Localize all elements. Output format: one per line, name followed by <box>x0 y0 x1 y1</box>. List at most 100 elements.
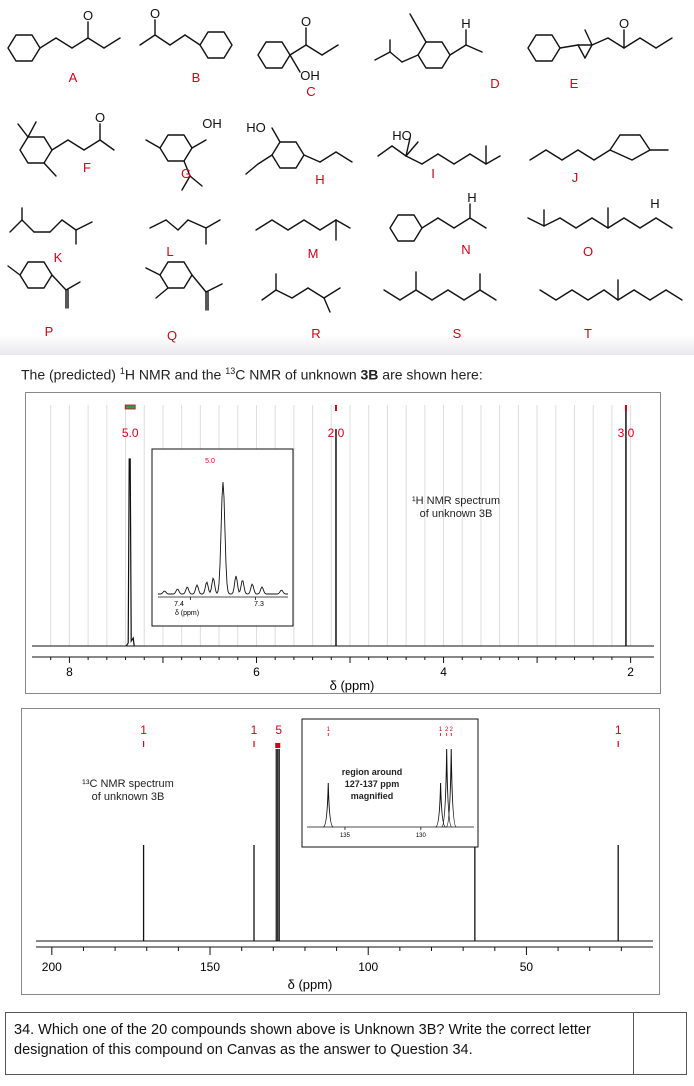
h-integration-label: 3.0 <box>618 426 635 440</box>
h-inset-tick-label: 7.3 <box>254 601 264 608</box>
spectra-caption: The (predicted) 1H NMR and the 13C NMR o… <box>21 366 483 383</box>
c-inset-peak <box>322 782 334 828</box>
compound-label-r: R <box>311 326 320 341</box>
question-text: 34. Which one of the 20 compounds shown … <box>14 1022 591 1058</box>
structure-j <box>529 134 669 161</box>
h-x-axis-label: δ (ppm) <box>330 678 375 693</box>
c-inset-title-line2: 127-137 ppm <box>345 779 400 789</box>
h-inset-integration-label: 5.0 <box>205 458 215 465</box>
c-inset-title-line3: magnified <box>351 791 394 801</box>
c-inset-peak-label: 2 <box>450 727 454 733</box>
structure-b <box>139 19 233 59</box>
structure-q <box>145 261 223 311</box>
compound-label-j: J <box>572 170 579 185</box>
atom-label-hydrogen: H <box>650 196 659 211</box>
compound-label-t: T <box>584 326 592 341</box>
atom-label-oxygen: O <box>83 8 93 23</box>
c-inset-title-line1: region around <box>342 767 403 777</box>
h-chart-title-line2: of unknown 3B <box>420 508 493 520</box>
c-chart-title-line2: of unknown 3B <box>92 791 165 803</box>
c-x-axis-label: δ (ppm) <box>288 977 333 992</box>
h-nmr-spectrum-plot: 5.0 2.0 3.0 8 6 4 2 δ (ppm) ¹H NMR spectrum o… <box>32 404 654 693</box>
h-x-tick-label: 8 <box>66 665 73 679</box>
c-x-tick-label: 50 <box>520 960 534 974</box>
c-peak-count-label: 1 <box>615 723 622 737</box>
compound-label-f: F <box>83 160 91 175</box>
h-inset: 5.0 7.4 7.3 δ (ppm) <box>151 448 294 627</box>
structure-c <box>257 27 339 73</box>
structure-e <box>527 29 673 62</box>
compound-label-s: S <box>453 326 462 341</box>
c-chart-title-line1: ¹³C NMR spectrum <box>82 778 174 790</box>
h-integration-marker <box>124 404 136 410</box>
compound-label-d: D <box>490 76 499 91</box>
compound-label-e: E <box>570 76 579 91</box>
h-integration-label: 2.0 <box>328 426 345 440</box>
h-inset-trace <box>158 481 288 595</box>
atom-label-oxygen: O <box>301 14 311 29</box>
structure-f <box>17 121 115 177</box>
h-x-tick-label: 4 <box>440 665 447 679</box>
c-peak-count-label: 1 <box>251 723 258 737</box>
structures-panel: O O O OH H O O OH HO HO H H A B C D E F … <box>0 0 694 355</box>
compound-label-c: C <box>306 84 315 99</box>
c-inset-peak <box>445 748 457 828</box>
h-nmr-panel: 5.0 2.0 3.0 8 6 4 2 δ (ppm) ¹H NMR spectrum o… <box>25 392 661 694</box>
structure-l <box>149 219 221 245</box>
compound-label-h: H <box>315 172 324 187</box>
atom-label-hydroxyl: OH <box>300 68 320 83</box>
compound-label-i: I <box>431 166 435 181</box>
compound-label-o: O <box>583 244 593 259</box>
c-peak-count-label: 1 <box>140 723 147 737</box>
structure-t <box>539 279 683 301</box>
h-x-tick-label: 2 <box>627 665 634 679</box>
atom-label-hydrogen: H <box>467 190 476 205</box>
h-integration-label: 5.0 <box>122 426 139 440</box>
compound-label-q: Q <box>167 328 177 343</box>
question-box: 34. Which one of the 20 compounds shown … <box>5 1012 687 1075</box>
c-inset-peak <box>441 748 453 828</box>
structure-k <box>9 207 93 245</box>
compound-label-m: M <box>308 246 319 261</box>
c-inset-peak-label: 1 <box>439 727 443 733</box>
atom-label-hydroxyl-left: HO <box>392 128 412 143</box>
h-peak <box>125 458 135 647</box>
structure-i <box>377 137 501 165</box>
compound-label-l: L <box>166 244 173 259</box>
structure-p <box>7 261 81 309</box>
answer-cell[interactable] <box>633 1013 686 1074</box>
compound-label-p: P <box>45 324 54 339</box>
c-intensity-marker <box>275 743 281 748</box>
atom-label-hydrogen: H <box>461 16 470 31</box>
compound-label-n: N <box>461 242 470 257</box>
structure-h <box>245 127 353 175</box>
atom-label-hydroxyl: OH <box>202 116 222 131</box>
h-x-tick-label: 6 <box>253 665 260 679</box>
c-nmr-spectrum-plot: 1 1 5 1 1 200 150 100 50 δ (ppm) ¹³C NMR spectr… <box>36 718 653 992</box>
c-peak-count-label: 5 <box>275 723 282 737</box>
structure-s <box>383 271 497 301</box>
compound-label-a: A <box>69 70 78 85</box>
structure-o <box>527 207 673 229</box>
h-chart-title-line1: ¹H NMR spectrum <box>412 495 500 507</box>
atom-label-oxygen: O <box>95 110 105 125</box>
compound-structures-drawing: O O O OH H O O OH HO HO H H A B C D E F … <box>7 6 683 343</box>
structure-g <box>145 134 207 191</box>
compound-label-g: G <box>181 166 191 181</box>
c-x-tick-label: 150 <box>200 960 220 974</box>
compound-label-b: B <box>192 70 201 85</box>
c-x-tick-label: 200 <box>42 960 62 974</box>
structure-n <box>389 203 487 242</box>
structure-a <box>7 21 121 62</box>
h-inset-x-axis-label: δ (ppm) <box>175 610 199 617</box>
c-x-tick-label: 100 <box>358 960 378 974</box>
atom-label-oxygen: O <box>619 16 629 31</box>
atom-label-oxygen: O <box>150 6 160 21</box>
atom-label-hydroxyl-left: HO <box>246 120 266 135</box>
c-inset-tick-label: 130 <box>416 833 427 839</box>
h-inset-tick-label: 7.4 <box>174 601 184 608</box>
structure-m <box>255 219 351 241</box>
c-inset-peak-label: 1 <box>327 727 331 733</box>
c-inset-peak-label: 2 <box>445 727 449 733</box>
